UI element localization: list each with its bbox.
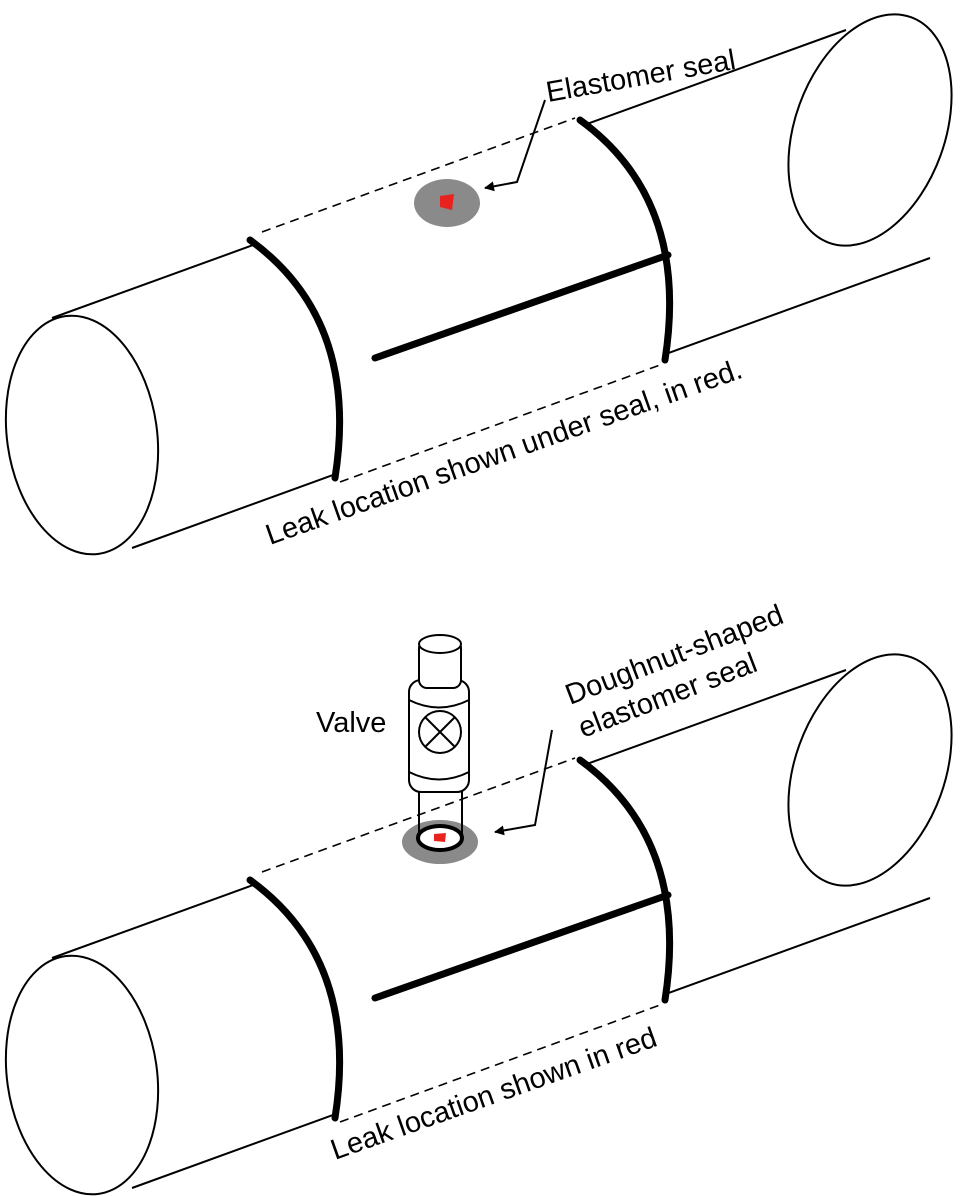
bottom-leak-marker: [434, 833, 446, 842]
top-pipe-body: [0, 0, 963, 564]
bottom-pipe-figure: [0, 632, 963, 1196]
top-seal-label: Elastomer seal: [544, 44, 738, 109]
top-seal-arrow: [484, 99, 546, 192]
bottom-seal-arrow: [494, 729, 553, 836]
valve-label: Valve: [316, 707, 386, 739]
valve: [408, 634, 470, 838]
top-leak-marker: [440, 194, 454, 210]
top-pipe-figure: Elastomer seal Leak location shown under…: [0, 0, 963, 564]
